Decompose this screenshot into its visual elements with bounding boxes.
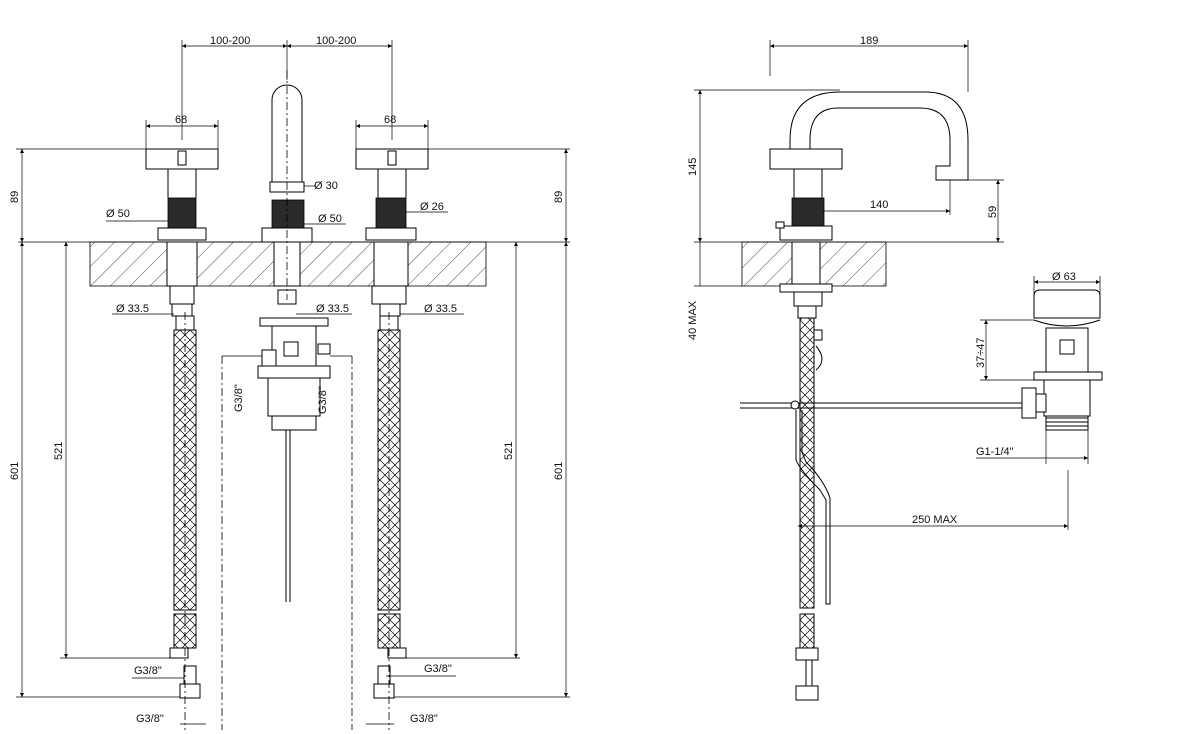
dim-length-right-outer: 601 <box>553 462 565 480</box>
dim-height-right: 89 <box>553 191 565 203</box>
dim-cap-dia: Ø 63 <box>1052 271 1076 283</box>
right-handle-knurl <box>375 197 407 229</box>
front-view: 100-200 100-200 68 68 89 89 Ø 30 Ø 50 Ø … <box>9 35 570 730</box>
dim-shank-right: Ø 33.5 <box>424 303 457 315</box>
right-handle-valve <box>355 148 429 317</box>
center-waste <box>221 317 353 730</box>
left-handle-valve <box>145 148 219 317</box>
dim-length-right-inner: 521 <box>503 442 515 460</box>
dim-thread: G1-1/4" <box>976 446 1014 458</box>
dim-shank-center: Ø 33.5 <box>316 303 349 315</box>
dim-spout-dia: Ø 30 <box>314 180 338 192</box>
dim-reach-total: 189 <box>860 35 878 47</box>
dim-height-left: 89 <box>9 191 21 203</box>
dim-handle-left: 68 <box>175 114 187 126</box>
dim-drain-length: 250 MAX <box>912 514 958 526</box>
dim-spacing-left: 100-200 <box>210 35 250 47</box>
dim-handle-knurl-right-dia: Ø 26 <box>420 201 444 213</box>
left-hose <box>169 312 201 730</box>
thread-center-left: G3/8" <box>233 384 245 412</box>
center-spout <box>261 70 313 305</box>
dim-spout-reach: 140 <box>870 199 888 211</box>
thread-left-lower: G3/8" <box>136 713 164 725</box>
spout-side <box>789 91 969 181</box>
dim-length-left-outer: 601 <box>9 462 21 480</box>
thread-center-right: G3/8" <box>317 386 329 414</box>
dim-deck-max: 40 MAX <box>687 300 699 340</box>
dim-length-left-inner: 521 <box>53 442 65 460</box>
dim-handle-base-left-dia: Ø 50 <box>106 208 130 220</box>
thread-right-lower: G3/8" <box>410 713 438 725</box>
dim-spacing-right: 100-200 <box>316 35 356 47</box>
waste-detail: Ø 63 37÷47 G1-1/4" <box>975 271 1103 464</box>
dim-height-total: 145 <box>687 158 699 176</box>
side-knurl <box>791 197 825 229</box>
thread-left-upper: G3/8" <box>134 665 162 677</box>
right-hose <box>373 312 407 730</box>
dim-cap-height: 37÷47 <box>975 337 987 368</box>
side-view: 189 145 140 59 40 MAX 250 MAX <box>687 35 1069 701</box>
left-handle-knurl <box>167 197 197 229</box>
dim-spout-base-dia: Ø 50 <box>318 213 342 225</box>
dim-spout-height: 59 <box>987 206 999 218</box>
dim-handle-right: 68 <box>384 114 396 126</box>
spout-knurl <box>271 199 305 229</box>
thread-right-upper: G3/8" <box>424 663 452 675</box>
dim-shank-left: Ø 33.5 <box>116 303 149 315</box>
